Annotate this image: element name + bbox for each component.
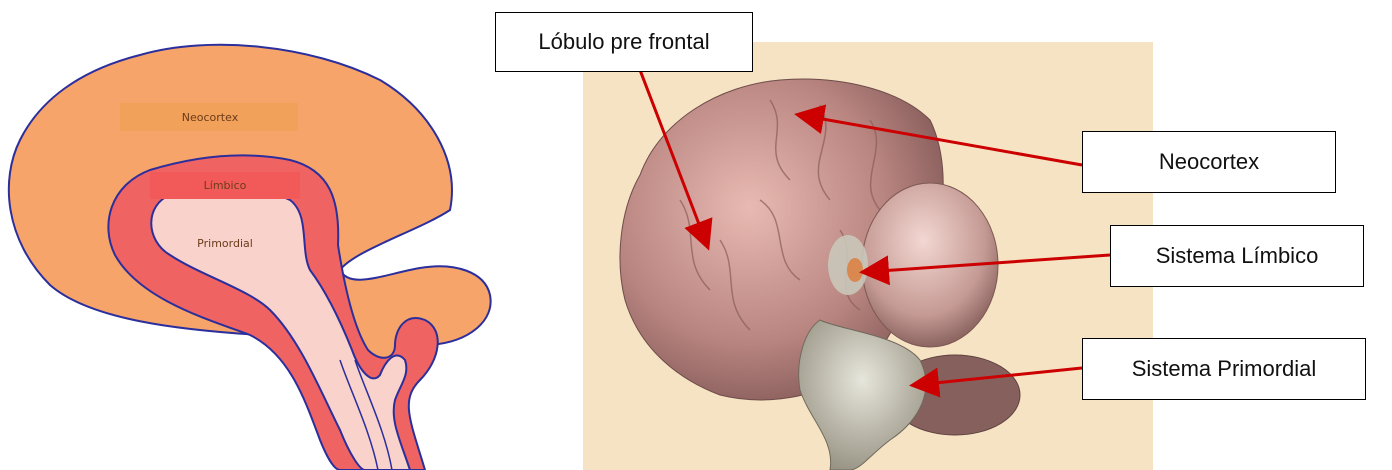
callout-sistema-limbico: Sistema Límbico xyxy=(1110,225,1364,287)
callout-sistema-primordial: Sistema Primordial xyxy=(1082,338,1366,400)
callout-lobulo-pre-frontal: Lóbulo pre frontal xyxy=(495,12,753,72)
limbic-highlight xyxy=(847,258,863,282)
callout-neocortex: Neocortex xyxy=(1082,131,1336,193)
